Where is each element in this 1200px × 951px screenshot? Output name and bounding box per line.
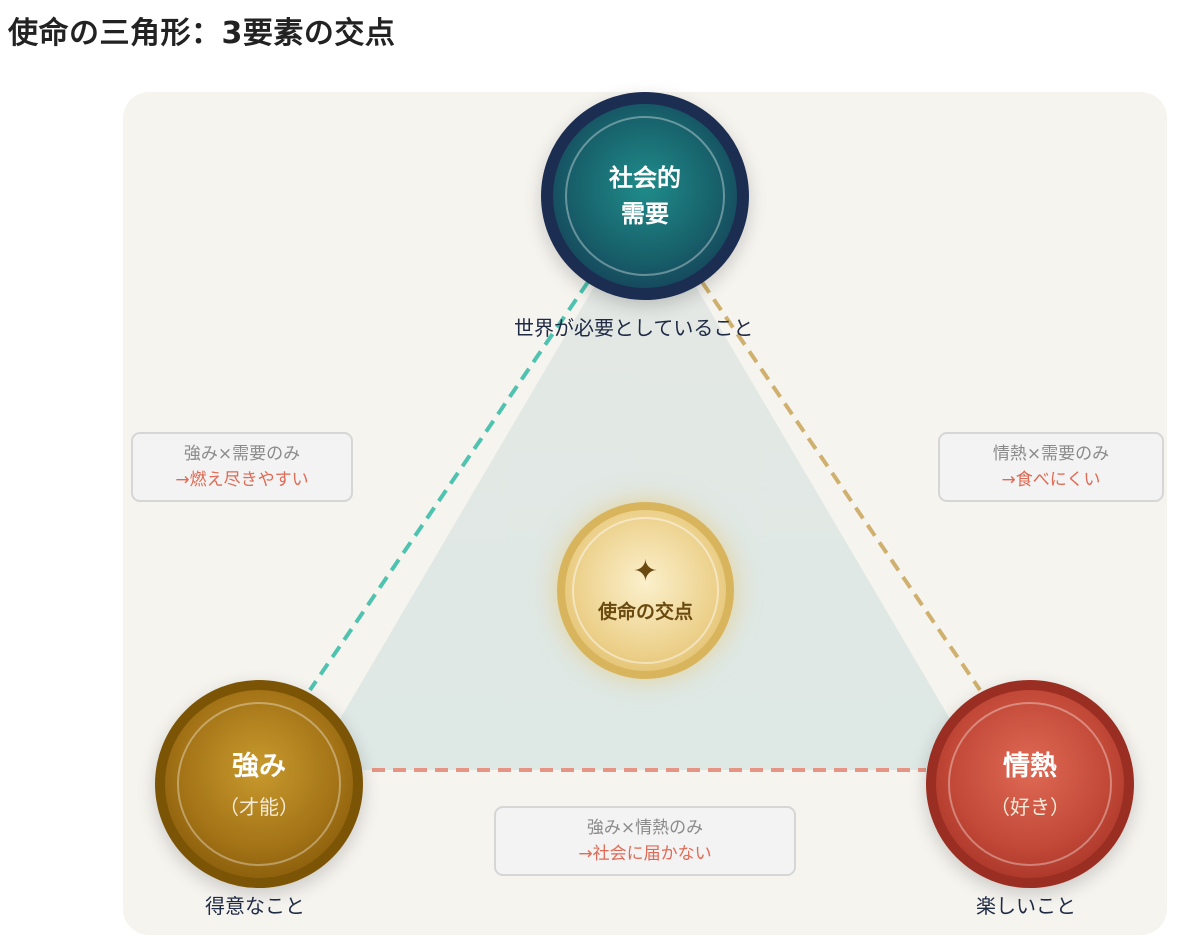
strength-caption: 得意なこと — [205, 894, 305, 918]
strength-node: 強み （才能） — [155, 680, 363, 888]
passion-subtitle: （好き） — [990, 795, 1070, 820]
strength-title: 強み — [232, 750, 286, 782]
strength-subtitle: （才能） — [219, 795, 299, 820]
passion-node: 情熱 （好き） — [926, 680, 1134, 888]
note-strength-passion-result: →社会に届かない — [578, 844, 712, 865]
page-title: 使命の三角形：3要素の交点 — [8, 16, 396, 51]
note-passion-need-combo: 情熱×需要のみ — [992, 444, 1110, 464]
social-need-title-line2: 需要 — [621, 200, 669, 228]
passion-title: 情熱 — [1003, 750, 1057, 782]
social-need-title-line1: 社会的 — [609, 164, 681, 192]
triangle-area — [310, 200, 980, 770]
note-strength-passion-combo: 強み×情熱のみ — [586, 818, 704, 838]
note-passion-need-result: →食べにくい — [1001, 470, 1101, 491]
note-strength-need: 強み×需要のみ →燃え尽きやすい — [131, 432, 353, 502]
edge-need-strength — [308, 280, 590, 692]
social-need-node: 社会的 需要 — [541, 92, 749, 300]
note-strength-need-combo: 強み×需要のみ — [183, 444, 301, 464]
note-strength-passion: 強み×情熱のみ →社会に届かない — [494, 806, 796, 876]
mission-intersection-node: ✦ 使命の交点 — [557, 502, 734, 679]
edge-need-passion — [700, 280, 982, 692]
mission-intersection-label: 使命の交点 — [597, 601, 693, 623]
passion-caption: 楽しいこと — [976, 894, 1076, 918]
social-need-caption: 世界が必要としていること — [514, 316, 754, 340]
note-strength-need-result: →燃え尽きやすい — [175, 470, 309, 491]
sparkle-icon: ✦ — [632, 554, 659, 589]
note-passion-need: 情熱×需要のみ →食べにくい — [938, 432, 1164, 502]
